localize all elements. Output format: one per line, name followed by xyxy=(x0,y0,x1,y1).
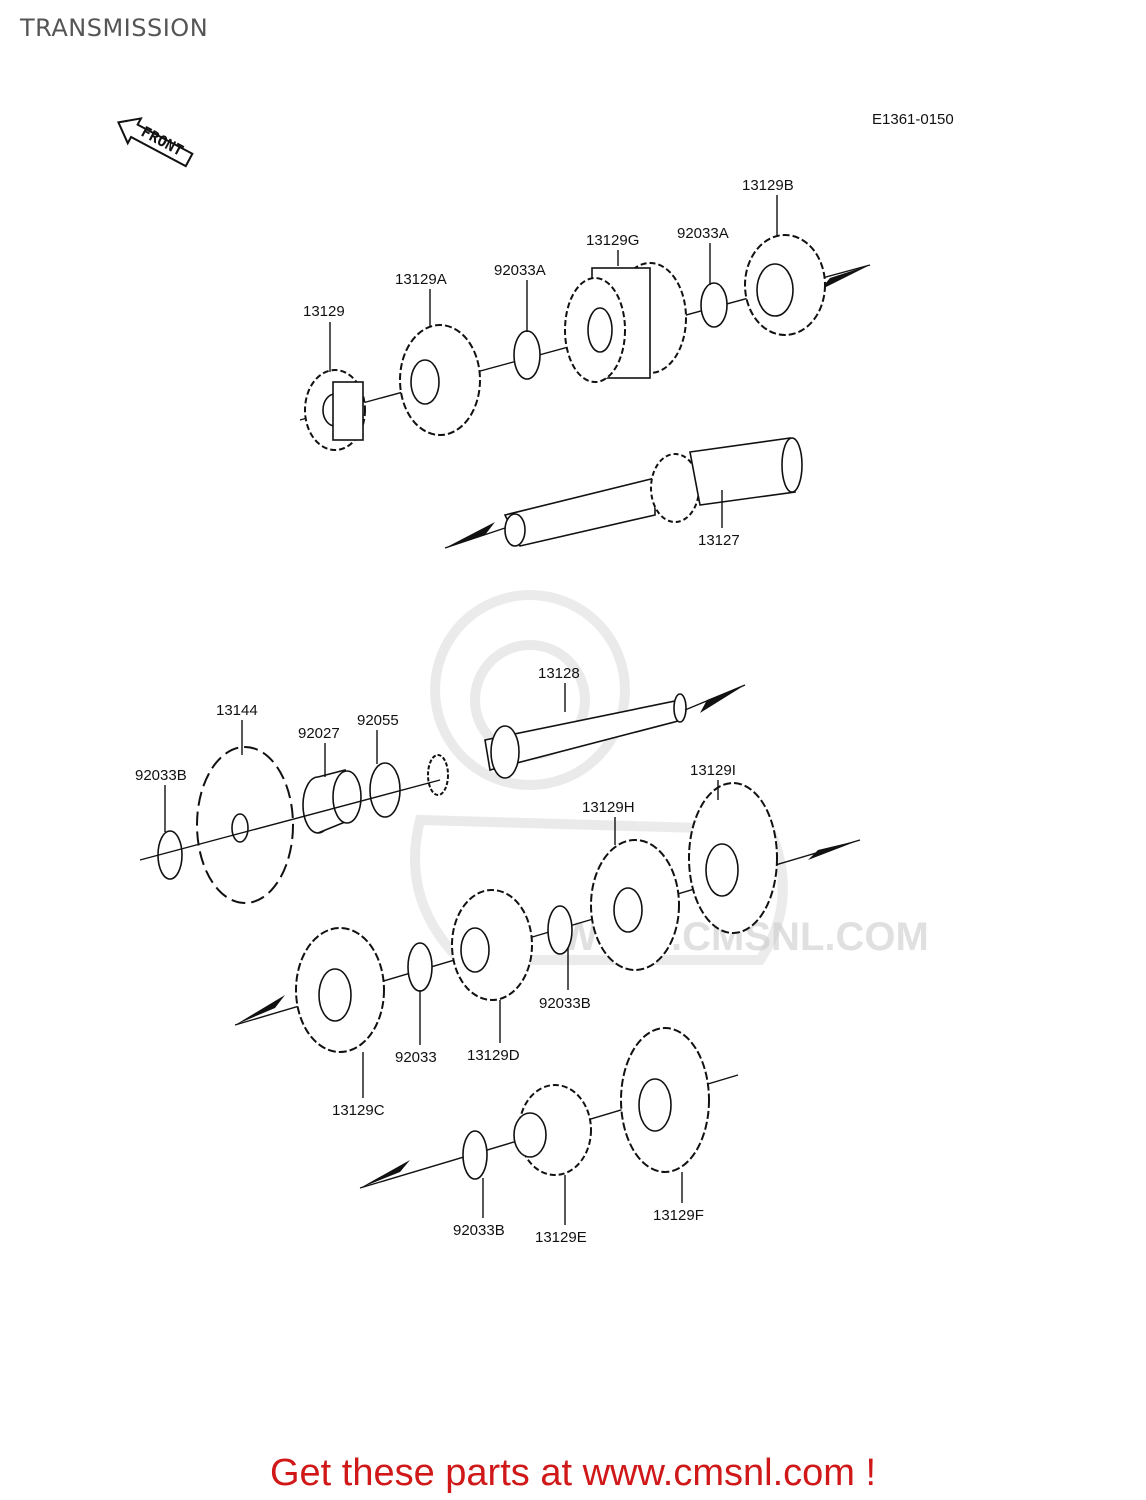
part-label-13144[interactable]: 13144 xyxy=(216,702,258,719)
circlip-92033A-upper-left xyxy=(513,330,541,380)
part-label-13129I[interactable]: 13129I xyxy=(690,762,736,779)
part-label-13129E[interactable]: 13129E xyxy=(535,1229,587,1246)
part-label-13129F[interactable]: 13129F xyxy=(653,1207,704,1224)
part-label-13128[interactable]: 13128 xyxy=(538,665,580,682)
circlip-92033 xyxy=(407,942,433,992)
collar-92027 xyxy=(302,768,362,834)
circlip-92033B-mid xyxy=(547,905,573,955)
part-label-92033B-bottom[interactable]: 92033B xyxy=(453,1222,505,1239)
part-label-92055[interactable]: 92055 xyxy=(357,712,399,729)
part-label-92033A-right[interactable]: 92033A xyxy=(677,225,729,242)
page-title: TRANSMISSION xyxy=(20,14,209,42)
diagram-code: E1361-0150 xyxy=(872,111,954,128)
gear-13129C xyxy=(295,927,385,1053)
part-label-92033B-left[interactable]: 92033B xyxy=(135,767,187,784)
gear-13129A xyxy=(399,324,481,436)
gear-13129F xyxy=(620,1027,710,1173)
footer-link[interactable]: Get these parts at www.cmsnl.com ! xyxy=(269,1452,877,1494)
shaft-13127 xyxy=(444,437,803,549)
part-label-92033[interactable]: 92033 xyxy=(395,1049,437,1066)
gear-13129G xyxy=(564,262,687,383)
part-label-92033A-left[interactable]: 92033A xyxy=(494,262,546,279)
part-label-92033B-mid[interactable]: 92033B xyxy=(539,995,591,1012)
part-label-13129A[interactable]: 13129A xyxy=(395,271,447,288)
part-label-13129B[interactable]: 13129B xyxy=(742,177,794,194)
leader-lines xyxy=(164,195,778,1225)
gear-13129B xyxy=(744,234,826,336)
gear-13129 xyxy=(304,369,366,451)
circlip-92033B-left xyxy=(157,830,183,880)
part-label-13129D[interactable]: 13129D xyxy=(467,1047,520,1064)
sprocket-13144 xyxy=(196,746,294,904)
gear-13129H xyxy=(590,839,680,971)
shaft-13128 xyxy=(427,684,746,796)
part-label-13129H[interactable]: 13129H xyxy=(582,799,635,816)
gear-13129I xyxy=(688,782,778,934)
gear-13129E xyxy=(513,1084,592,1176)
circlip-92033B-bottom xyxy=(462,1130,488,1180)
part-label-13129C[interactable]: 13129C xyxy=(332,1102,385,1119)
gear-13129D xyxy=(451,889,533,1001)
oring-92055 xyxy=(369,762,401,818)
part-label-13129[interactable]: 13129 xyxy=(303,303,345,320)
part-label-13127[interactable]: 13127 xyxy=(698,532,740,549)
circlip-92033A-upper-right xyxy=(700,282,728,328)
part-label-13129G[interactable]: 13129G xyxy=(586,232,639,249)
part-label-92027[interactable]: 92027 xyxy=(298,725,340,742)
front-arrow-icon xyxy=(116,117,194,168)
